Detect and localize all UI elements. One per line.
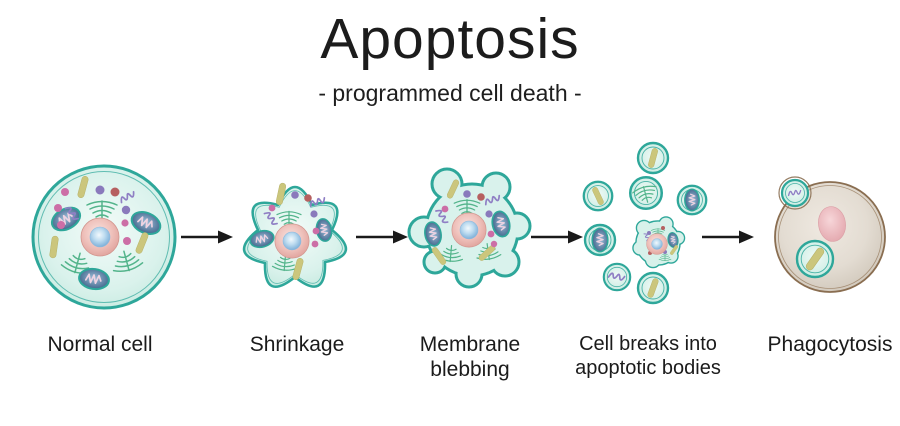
stage-shrinkage-figure: [225, 167, 365, 307]
stage-label-normal-cell: Normal cell: [20, 332, 180, 357]
arrow-icon: [531, 229, 583, 245]
nucleus-icon: [646, 233, 668, 255]
label-line: Normal cell: [47, 333, 153, 356]
page-subtitle: - programmed cell death -: [318, 80, 582, 106]
vesicle-dot: [57, 221, 65, 229]
vesicle-dot: [441, 205, 449, 213]
label-line: Cell breaks into: [579, 333, 717, 355]
vesicle-dot: [311, 240, 319, 248]
vesicle-dot: [477, 193, 485, 201]
vesicle-dot: [487, 230, 495, 238]
vesicle-dot: [61, 188, 69, 196]
stage-normal-cell-figure: [24, 157, 184, 317]
vesicle-dot: [310, 210, 318, 218]
phagocyte-nucleus: [818, 206, 846, 242]
engulfed-apoptotic-body: [795, 239, 835, 279]
vesicle-dot: [54, 204, 62, 212]
page-title: Apoptosis: [320, 7, 580, 71]
label-line: Membrane: [419, 333, 521, 356]
vesicle-dot: [312, 227, 320, 235]
vesicle-dot: [121, 219, 129, 227]
nucleus-icon: [451, 212, 487, 248]
inner-membrane-line: [38, 171, 170, 303]
stage-label-shrinkage: Shrinkage: [217, 332, 377, 357]
apoptotic-body: [583, 223, 617, 257]
vesicle-dot: [304, 194, 312, 202]
apoptotic-body: [636, 141, 670, 175]
mitochondrion-icon: [591, 227, 609, 253]
vesicle-dot: [121, 205, 131, 215]
label-line: Phagocytosis: [767, 333, 893, 356]
stage-membrane-blebbing-figure: [397, 162, 547, 312]
engulfing-membrane-cup: [778, 176, 812, 210]
vesicle-dot: [647, 231, 651, 235]
vesicle-dot: [490, 240, 498, 248]
vesicle-dot: [485, 210, 493, 218]
arrow-icon: [702, 229, 754, 245]
apoptotic-body: [676, 184, 708, 216]
stage-label-apoptotic-bodies: Cell breaks into apoptotic bodies: [548, 332, 748, 380]
vesicle-dot: [291, 191, 299, 199]
label-line: apoptotic bodies: [575, 357, 721, 379]
vesicle-dot: [110, 187, 120, 197]
arrow-icon: [181, 229, 233, 245]
vesicle-dot: [95, 185, 105, 195]
apoptotic-body: [636, 271, 670, 305]
vesicle-dot: [123, 237, 131, 245]
nucleus-icon: [274, 223, 310, 259]
vesicle-dot: [661, 226, 665, 230]
apoptotic-body: [628, 175, 664, 211]
stage-label-membrane-blebbing: Membrane blebbing: [390, 332, 550, 382]
engulfed-apoptotic-body: [780, 178, 810, 208]
stage-apoptotic-bodies-figure: [570, 138, 745, 313]
stage-label-phagocytosis: Phagocytosis: [740, 332, 900, 357]
label-line: Shrinkage: [249, 333, 345, 356]
apoptotic-body: [602, 262, 632, 292]
shrunken-cell: [632, 216, 686, 269]
label-line: blebbing: [430, 358, 510, 382]
apoptotic-body: [582, 180, 614, 212]
stage-phagocytosis-figure: [762, 167, 900, 307]
vesicle-dot: [268, 204, 276, 212]
vesicle-dot: [463, 190, 471, 198]
nucleus-icon: [80, 217, 120, 257]
arrow-icon: [356, 229, 408, 245]
mitochondrion-icon: [684, 188, 700, 212]
inner-membrane-line: [778, 185, 882, 289]
